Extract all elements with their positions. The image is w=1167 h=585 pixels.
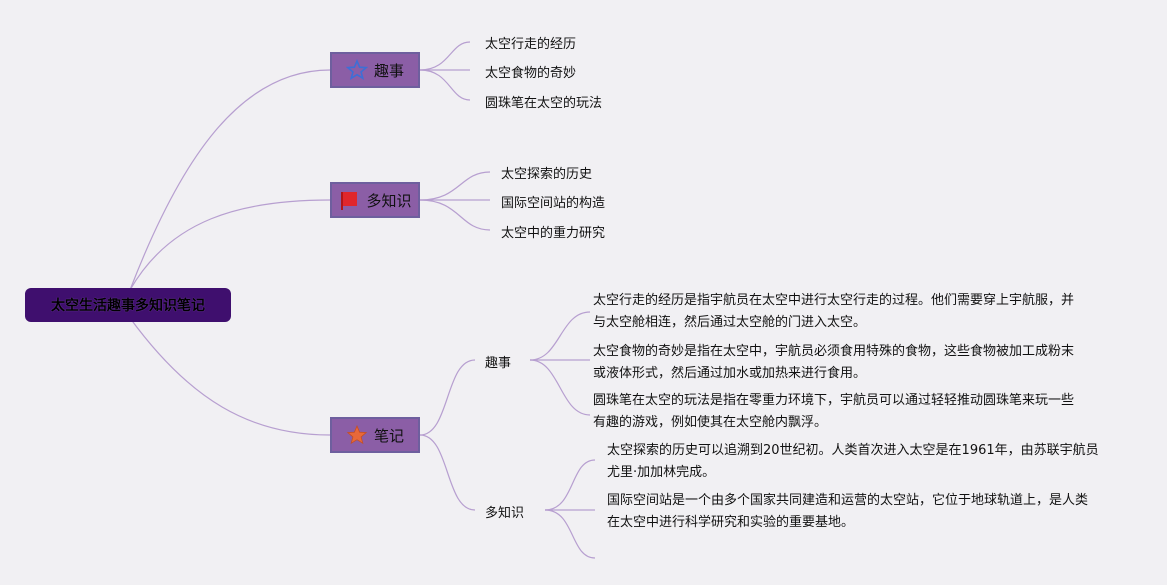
branch-notes-label: 笔记 bbox=[373, 426, 404, 445]
connector-fun-leaf3 bbox=[419, 69, 471, 101]
connector-knowledge-leaf1 bbox=[419, 171, 491, 201]
leaf-fun-3[interactable]: 圆珠笔在太空的玩法 bbox=[485, 96, 603, 111]
connector-notes-knowledge bbox=[419, 434, 476, 511]
connector-root-fun bbox=[129, 69, 331, 291]
connector-notes-knowledge-para3 bbox=[544, 509, 596, 559]
notes-fun-para-1[interactable]: 太空行走的经历是指宇航员在太空中进行太空行走的过程。他们需要穿上宇航服，并与太空… bbox=[593, 293, 1075, 330]
connector-notes-fun bbox=[419, 359, 476, 436]
notes-sub-fun[interactable]: 趣事 bbox=[485, 356, 512, 371]
connector-notes-knowledge-para1 bbox=[544, 459, 596, 511]
red-flag-icon bbox=[338, 189, 360, 211]
branch-fun[interactable]: 趣事 bbox=[330, 52, 420, 88]
branch-knowledge-label: 多知识 bbox=[366, 191, 412, 210]
connector-knowledge-leaf3 bbox=[419, 199, 491, 231]
connector-fun-leaf1 bbox=[419, 41, 471, 71]
root-topic[interactable]: 太空生活趣事多知识笔记 bbox=[25, 288, 231, 322]
connector-notes-fun-para1 bbox=[529, 311, 591, 361]
leaf-fun-2[interactable]: 太空食物的奇妙 bbox=[485, 66, 577, 81]
leaf-knowledge-1[interactable]: 太空探索的历史 bbox=[501, 167, 593, 182]
connector-notes-fun-para3 bbox=[529, 359, 591, 416]
leaf-fun-1[interactable]: 太空行走的经历 bbox=[485, 37, 577, 52]
star-outline-icon bbox=[345, 58, 369, 81]
notes-fun-para-2[interactable]: 太空食物的奇妙是指在太空中，宇航员必须食用特殊的食物，这些食物被加工成粉末或液体… bbox=[593, 344, 1075, 381]
notes-knowledge-para-1[interactable]: 太空探索的历史可以追溯到20世纪初。人类首次进入太空是在1961年，由苏联宇航员… bbox=[607, 443, 1099, 480]
connector-root-notes bbox=[129, 317, 331, 436]
orange-star-icon bbox=[346, 424, 368, 446]
notes-sub-knowledge[interactable]: 多知识 bbox=[485, 506, 525, 521]
leaf-knowledge-2[interactable]: 国际空间站的构造 bbox=[501, 196, 606, 211]
connector-root-knowledge bbox=[129, 199, 331, 291]
branch-knowledge[interactable]: 多知识 bbox=[330, 182, 420, 218]
branch-notes[interactable]: 笔记 bbox=[330, 417, 420, 453]
leaf-knowledge-3[interactable]: 太空中的重力研究 bbox=[501, 226, 606, 241]
notes-knowledge-para-2[interactable]: 国际空间站是一个由多个国家共同建造和运营的太空站，它位于地球轨道上，是人类在太空… bbox=[607, 493, 1089, 530]
branch-fun-label: 趣事 bbox=[373, 61, 404, 80]
notes-fun-para-3[interactable]: 圆珠笔在太空的玩法是指在零重力环境下，宇航员可以通过轻轻推动圆珠笔来玩一些有趣的… bbox=[593, 393, 1075, 430]
